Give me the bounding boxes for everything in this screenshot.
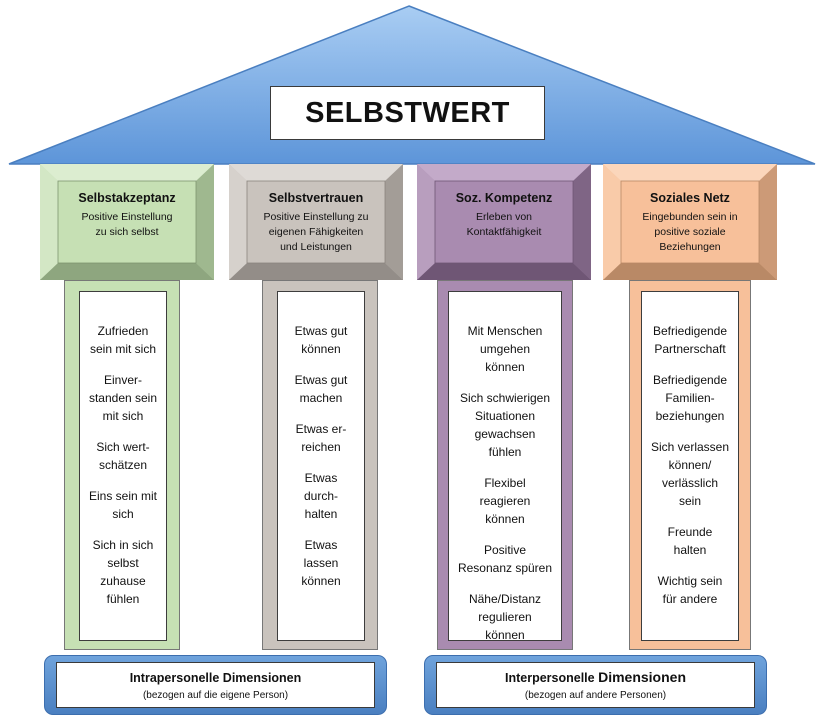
base-subtitle: (bezogen auf die eigene Person) — [142, 690, 289, 701]
pillar-title: Soziales Netz — [650, 191, 730, 205]
capital-bevel — [603, 164, 777, 280]
list-item: Etwas er-reichen — [295, 422, 347, 454]
roof-title: SELBSTWERT — [270, 86, 545, 140]
base-subtitle: (bezogen auf andere Personen) — [524, 690, 667, 701]
capital-bevel — [229, 164, 403, 280]
pillar-title: Soz. Kompetenz — [455, 191, 553, 205]
base-title: Interpersonelle Dimensionen — [505, 669, 686, 685]
capital-bevel — [417, 164, 591, 280]
roof — [8, 5, 816, 165]
capital-bevel — [40, 164, 214, 280]
base-title: Intrapersonelle Dimensionen — [129, 671, 302, 685]
list-item: Sich wert-schätzen — [96, 440, 150, 472]
base-interpersonal: Interpersonelle Dimensionen (bezogen auf… — [424, 655, 767, 715]
pillar-title: Selbstvertrauen — [268, 191, 364, 205]
base-intrapersonal: Intrapersonelle Dimensionen (bezogen auf… — [44, 655, 387, 715]
pillar-title: Selbstakzeptanz — [78, 191, 176, 205]
